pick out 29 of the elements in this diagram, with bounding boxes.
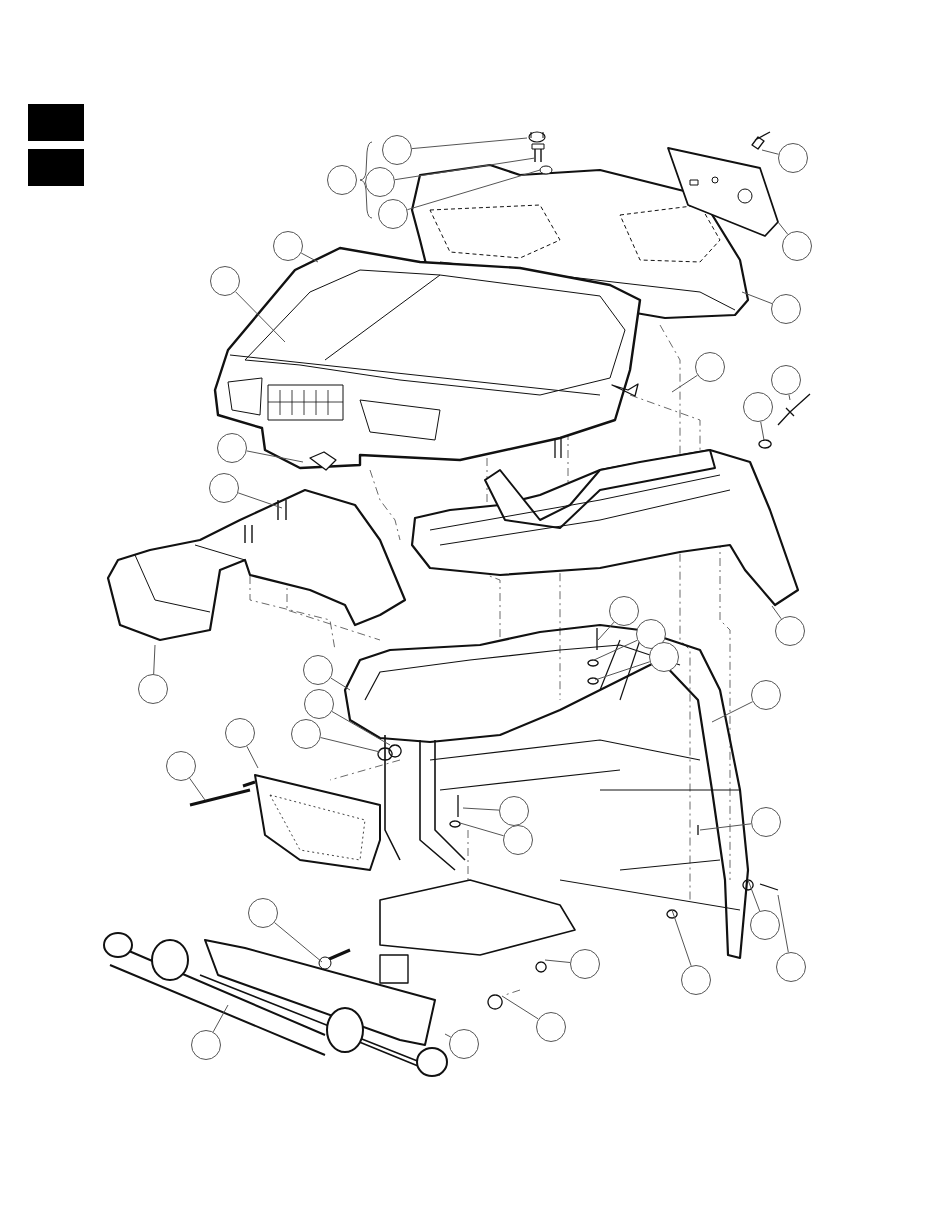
leader-line — [788, 394, 791, 401]
leader-line — [459, 822, 505, 837]
leader-line — [597, 621, 615, 641]
leader-line — [699, 823, 752, 831]
leader-line — [237, 492, 283, 509]
leader-line — [246, 450, 304, 463]
leader-line — [462, 807, 500, 811]
leader-line — [760, 421, 765, 441]
leader-line — [594, 661, 651, 681]
leader-line — [593, 639, 638, 661]
leader-line — [330, 677, 351, 691]
leader-line — [320, 737, 381, 753]
leader-line — [747, 879, 761, 912]
leader-line — [741, 291, 773, 305]
leader-line — [406, 169, 541, 211]
leader-line — [501, 995, 539, 1020]
leader-line — [771, 605, 782, 620]
leader-line — [153, 644, 156, 675]
leader-line — [235, 291, 286, 343]
leader-line — [394, 157, 536, 181]
leader-line — [671, 909, 692, 967]
leader-line — [761, 149, 779, 155]
leader-line — [777, 221, 789, 235]
leader-line — [671, 374, 698, 393]
leader-line — [777, 894, 789, 953]
leader-line — [544, 959, 571, 963]
leader-line — [411, 137, 528, 150]
leader-line — [189, 777, 206, 801]
leader-line — [274, 922, 323, 963]
